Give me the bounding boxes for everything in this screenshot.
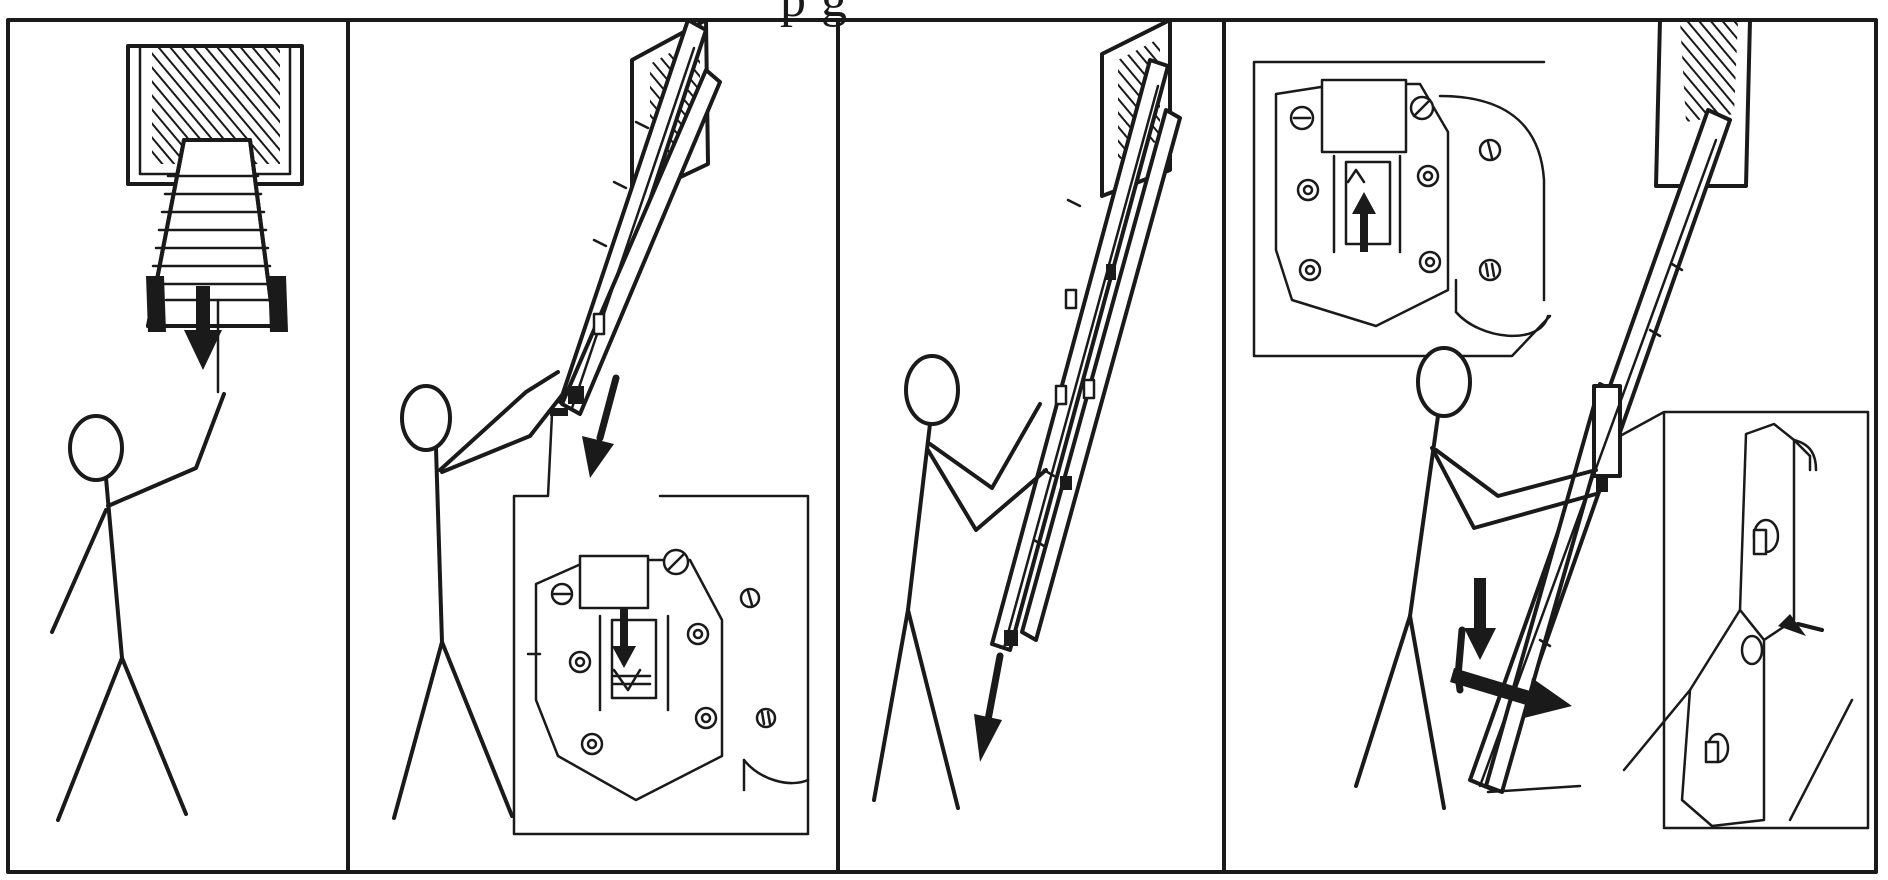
extending-ladder [990, 58, 1182, 652]
latch-detail-inset-top [1252, 60, 1552, 358]
panel-borders [6, 18, 1878, 874]
person-figure [392, 370, 568, 820]
panel-3 [872, 18, 1182, 810]
folded-ladder [146, 138, 288, 332]
latch-detail-inset [512, 412, 810, 836]
panel-2 [392, 18, 810, 836]
screw-icon [1289, 95, 1502, 282]
down-arrow-icon [1464, 578, 1496, 660]
panel-4 [1252, 18, 1870, 830]
right-arrow-icon [1450, 668, 1572, 718]
extending-ladder [550, 18, 722, 416]
down-arrow-icon [612, 608, 636, 668]
left-arrow-icon [1778, 614, 1824, 636]
panel-1 [50, 44, 304, 822]
person-figure [872, 354, 1048, 810]
person-figure [1354, 346, 1598, 810]
down-arrow-icon [582, 374, 620, 478]
hinge-detail-inset [1618, 410, 1870, 830]
person-figure [50, 392, 226, 822]
screw-icon [550, 548, 777, 756]
floor-marker [1454, 626, 1466, 694]
down-arrow-icon [974, 652, 1004, 762]
up-arrow-icon [1352, 192, 1376, 252]
attic-hatch-opening [1654, 18, 1752, 188]
down-arrow-icon [184, 286, 222, 370]
